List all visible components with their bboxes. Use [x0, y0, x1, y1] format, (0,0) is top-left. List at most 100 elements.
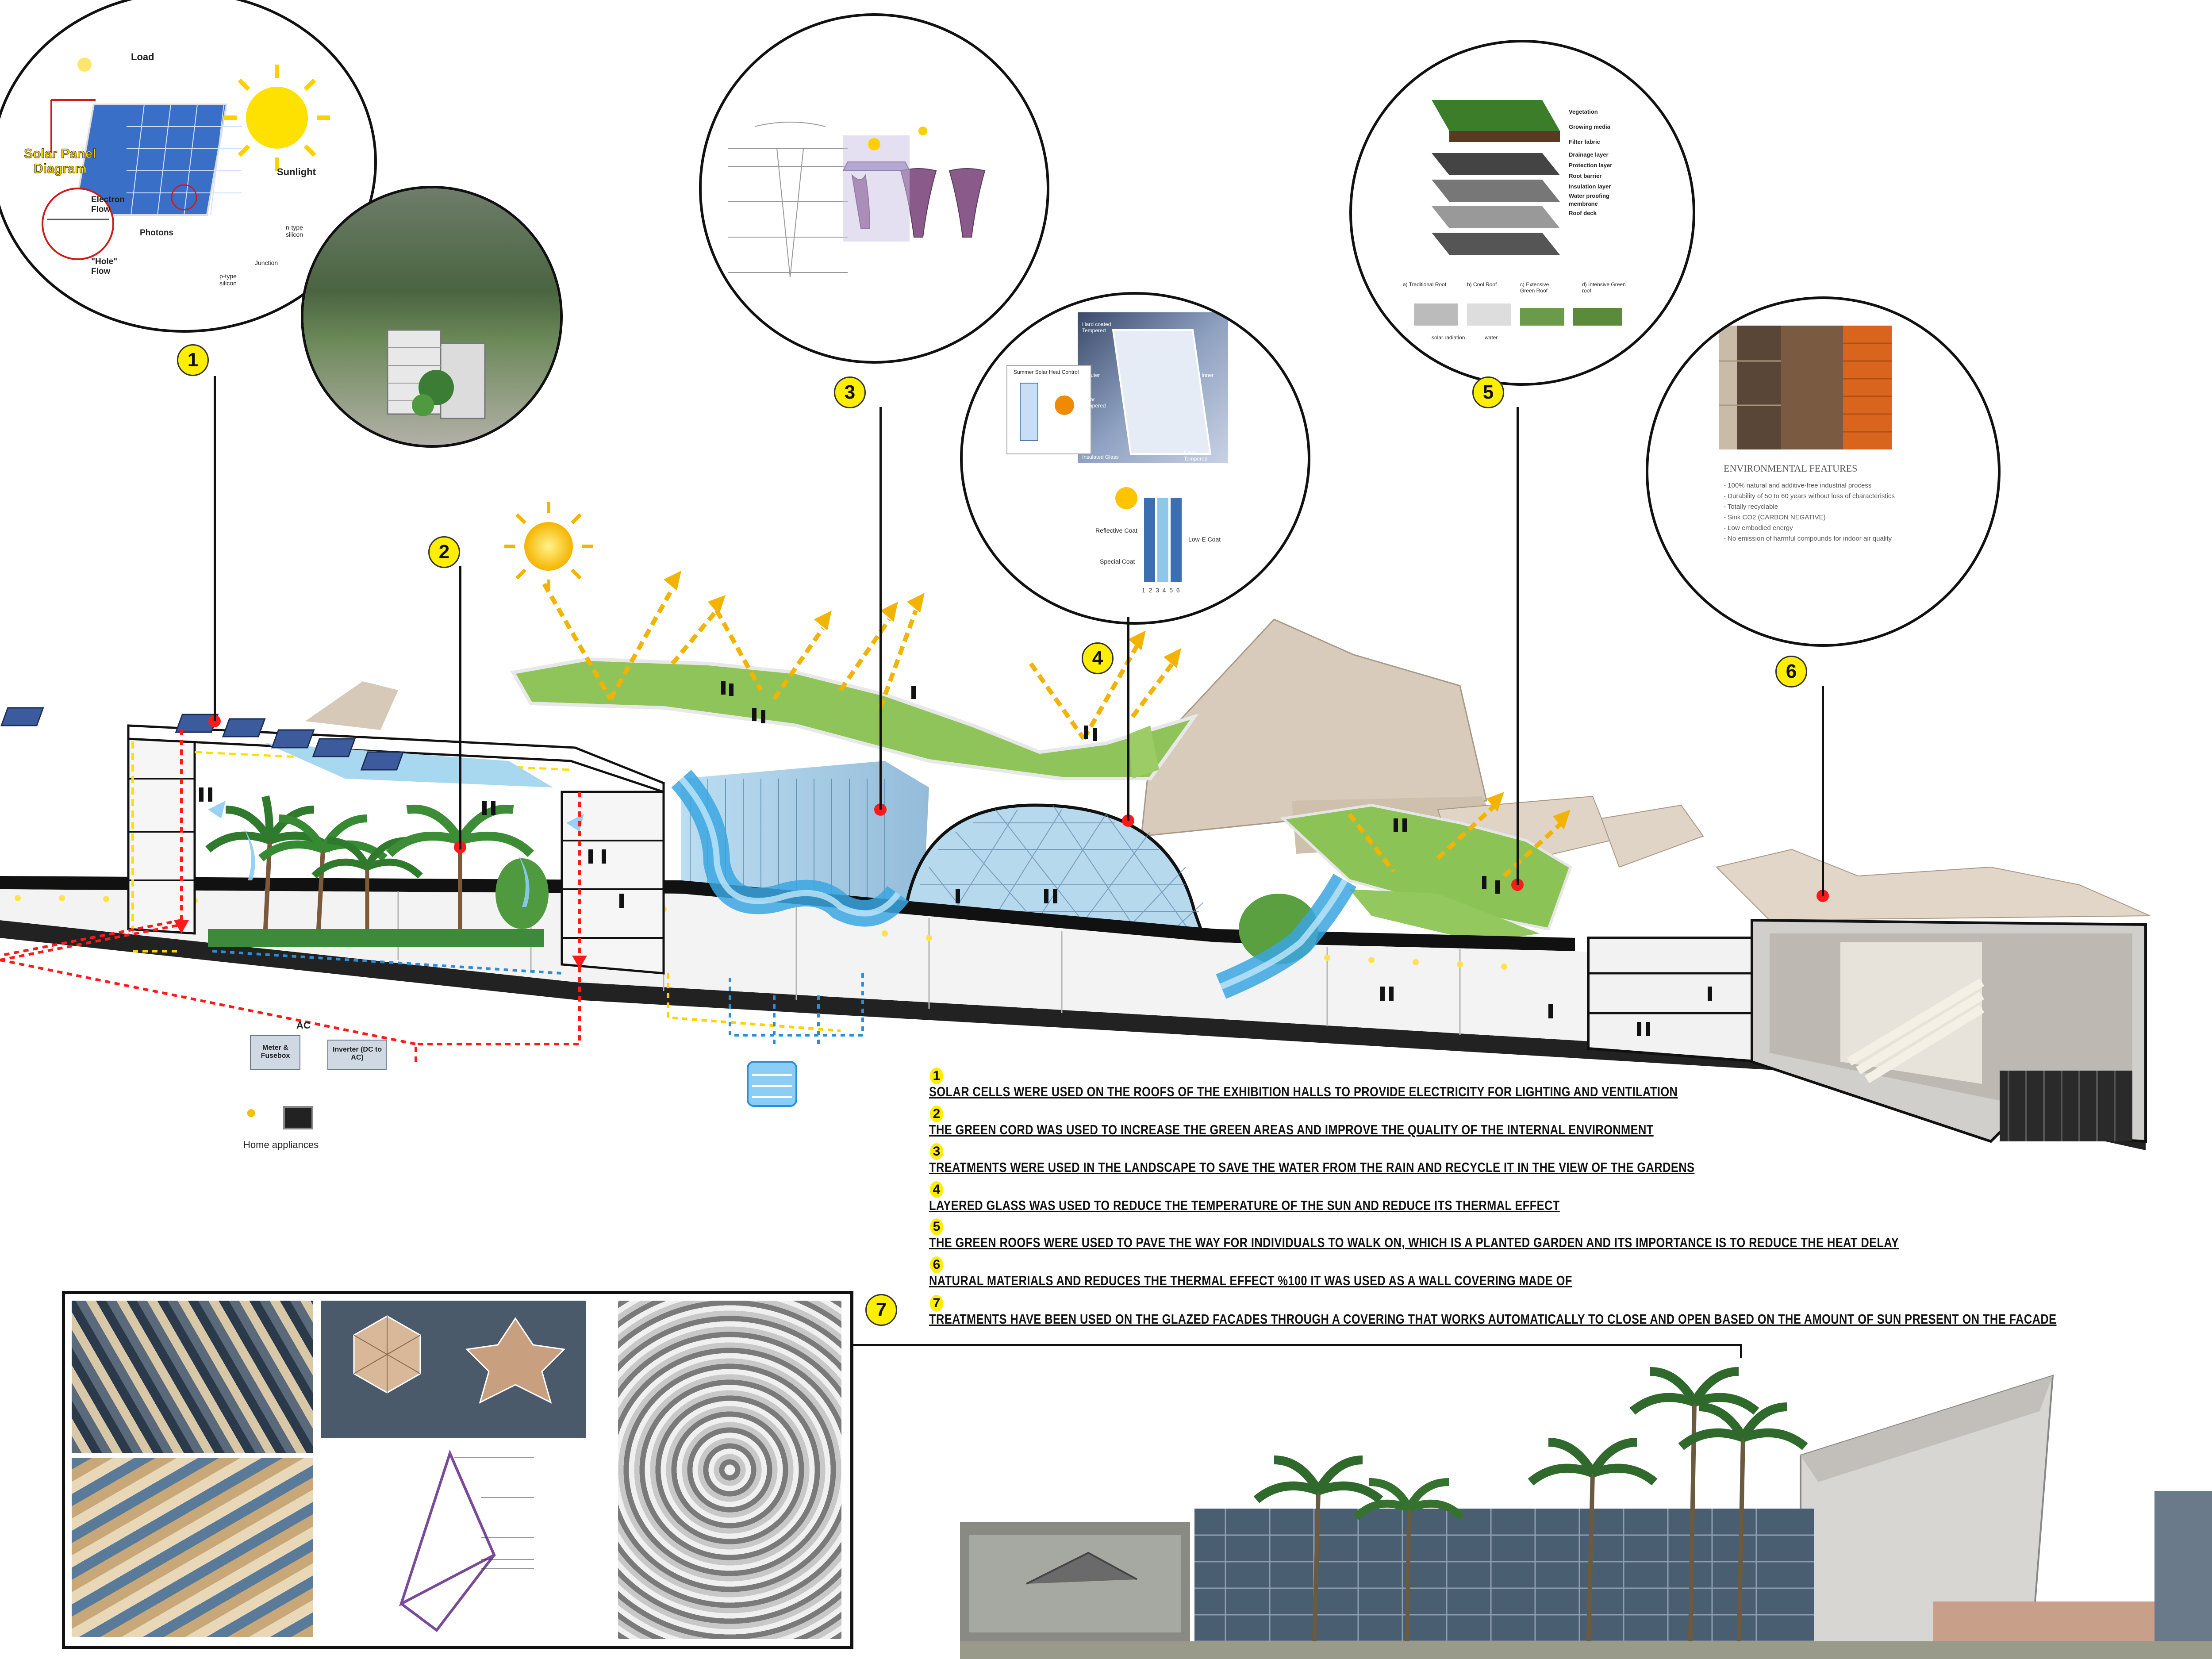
hole-flow-label: "Hole" Flow [91, 257, 118, 276]
leader-line-6 [1822, 686, 1824, 896]
n-type-label: n-type silicon [286, 224, 303, 238]
solar-panel-illustration [42, 58, 330, 260]
p-type-label: p-type silicon [219, 273, 237, 287]
note-text: NATURAL MATERIALS AND REDUCES THE THERMA… [929, 1273, 1572, 1288]
inverter-label: Inverter (DC to AC) [332, 1046, 382, 1061]
badge-4: 4 [1082, 642, 1114, 674]
note-number: 3 [930, 1143, 943, 1160]
leader-line-3 [879, 407, 882, 810]
inverter-box: Inverter (DC to AC) [327, 1040, 387, 1070]
roof-layer-labels: Vegetation Growing media Filter fabric D… [1569, 104, 1657, 219]
wall-material-photo [1719, 326, 1892, 449]
note-text: TREATMENTS HAVE BEEN USED ON THE GLAZED … [929, 1311, 2057, 1327]
facade-photo-1 [72, 1301, 313, 1453]
reflective-label: Reflective Coat [1095, 527, 1137, 534]
ac-label: AC [296, 1020, 311, 1031]
mechanism-diagram [348, 1444, 569, 1639]
env-feature-item: - 100% natural and additive-free industr… [1724, 482, 1872, 489]
layered-glass-circle: Summer Solar Heat Control Hard coated Te… [960, 292, 1310, 625]
badge-6: 6 [1775, 656, 1807, 687]
env-features-list: - 100% natural and additive-free industr… [1724, 480, 1895, 544]
low-e-label: Low-E Coat [1188, 536, 1221, 543]
env-feature-item: - No emission of harmful compounds for i… [1724, 535, 1892, 542]
note-number: 5 [930, 1218, 943, 1235]
note-number: 7 [930, 1295, 943, 1312]
roof-layer-label: Root barrier [1569, 173, 1602, 179]
roof-layer-label: Protection layer [1569, 162, 1613, 169]
sunlight-label: Sunlight [277, 166, 316, 177]
roof-layer-label: Growing media [1569, 123, 1610, 130]
inner-label: Inner [1202, 372, 1214, 378]
note-text: TREATMENTS WERE USED IN THE LANDSCAPE TO… [929, 1160, 1695, 1175]
bulb-icon: ● [246, 1102, 257, 1122]
env-features-title: ENVIRONMENTAL FEATURES [1724, 463, 1858, 474]
note-number: 2 [930, 1106, 943, 1122]
mechanism-sketch [399, 1449, 534, 1632]
roof-layer-label: Filter fabric [1569, 138, 1600, 145]
load-label: Load [131, 51, 154, 62]
green-roof-circle: Vegetation Growing media Filter fabric D… [1349, 40, 1695, 386]
outer-label: Outer [1087, 372, 1100, 378]
green-wall-model [387, 329, 486, 419]
summer-label: Summer Solar Heat Control [1014, 369, 1079, 375]
facade-photo-2 [72, 1458, 313, 1637]
meter-fusebox-box: Meter & Fusebox [250, 1035, 300, 1070]
badge-5: 5 [1472, 376, 1504, 408]
roof-layer-stack [1414, 100, 1622, 326]
building-render [960, 1358, 2212, 1659]
env-feature-item: - Durability of 50 to 60 years without l… [1724, 492, 1895, 500]
note-text: SOLAR CELLS WERE USED ON THE ROOFS OF TH… [929, 1084, 1678, 1099]
hexagon-shading-units [353, 1315, 566, 1404]
insulated-label: Insulated Glass [1082, 454, 1119, 460]
solar-title: Solar Panel Diagram [24, 146, 96, 177]
water-legend: water [1485, 334, 1498, 341]
water-treatment-circle [699, 13, 1049, 364]
note-text: LAYERED GLASS WAS USED TO REDUCE THE TEM… [929, 1198, 1560, 1213]
special-label: Special Coat [1100, 558, 1135, 565]
roof-layer-label: Roof deck [1569, 210, 1597, 216]
leader-line-5 [1517, 407, 1519, 885]
hard-coated-label: Hard coated Tempered [1082, 321, 1111, 334]
leader-line-4 [1127, 617, 1129, 821]
roof-layer-label: Insulation layer [1569, 183, 1611, 190]
note-text: THE GREEN CORD WAS USED TO INCREASE THE … [929, 1122, 1654, 1137]
roof-type-b: b) Cool Roof [1467, 281, 1497, 288]
leader-line-1 [214, 376, 216, 721]
env-feature-item: - Low embodied energy [1724, 524, 1793, 532]
hexagon-panel-photo [321, 1301, 586, 1438]
badge-3: 3 [834, 376, 866, 408]
note-text: THE GREEN ROOFS WERE USED TO PAVE THE WA… [929, 1235, 1899, 1250]
leader-line-2 [459, 566, 461, 849]
photons-label: Photons [140, 228, 173, 238]
glass-layers-svg [1006, 329, 1212, 582]
green-cord-photo-circle [301, 186, 563, 448]
solar-radiation-legend: solar radiation [1432, 334, 1465, 341]
note-number: 4 [930, 1181, 943, 1198]
home-appliances-label: Home appliances [243, 1139, 319, 1150]
badge-2: 2 [428, 536, 460, 568]
layer-numbers: 1 2 3 4 5 6 [1142, 587, 1180, 594]
clear-tempered-label: Clear Tempered [1082, 396, 1106, 409]
roof-type-d: d) Intensive Green roof [1582, 281, 1626, 294]
monitor-icon [283, 1106, 313, 1129]
environmental-features-circle: ENVIRONMENTAL FEATURES - 100% natural an… [1646, 296, 2001, 647]
meter-label: Meter & Fusebox [261, 1044, 290, 1060]
roof-layer-label: Water proofing membrane [1569, 192, 1609, 207]
env-feature-item: - Sink CO2 (CARBON NEGATIVE) [1724, 514, 1826, 521]
facade-panel-frame [62, 1291, 853, 1649]
leader-line-7-horizontal [849, 1344, 1742, 1346]
roof-type-c: c) Extensive Green Roof [1520, 281, 1549, 294]
badge-7: 7 [865, 1294, 897, 1326]
roof-layer-label: Drainage layer [1569, 151, 1609, 158]
water-tree-drawing [728, 122, 986, 277]
env-feature-item: - Totally recyclable [1724, 503, 1778, 511]
note-number: 1 [930, 1068, 943, 1084]
roof-layer-label: Vegetation [1569, 108, 1598, 115]
note-number: 6 [930, 1256, 943, 1273]
roof-type-a: a) Traditional Roof [1403, 281, 1447, 288]
badge-1: 1 [177, 344, 209, 376]
clear-tempered-label-2: Clear Tempered [1184, 449, 1208, 462]
junction-label: Junction [255, 259, 278, 266]
electron-flow-label: Electron Flow [91, 195, 125, 214]
